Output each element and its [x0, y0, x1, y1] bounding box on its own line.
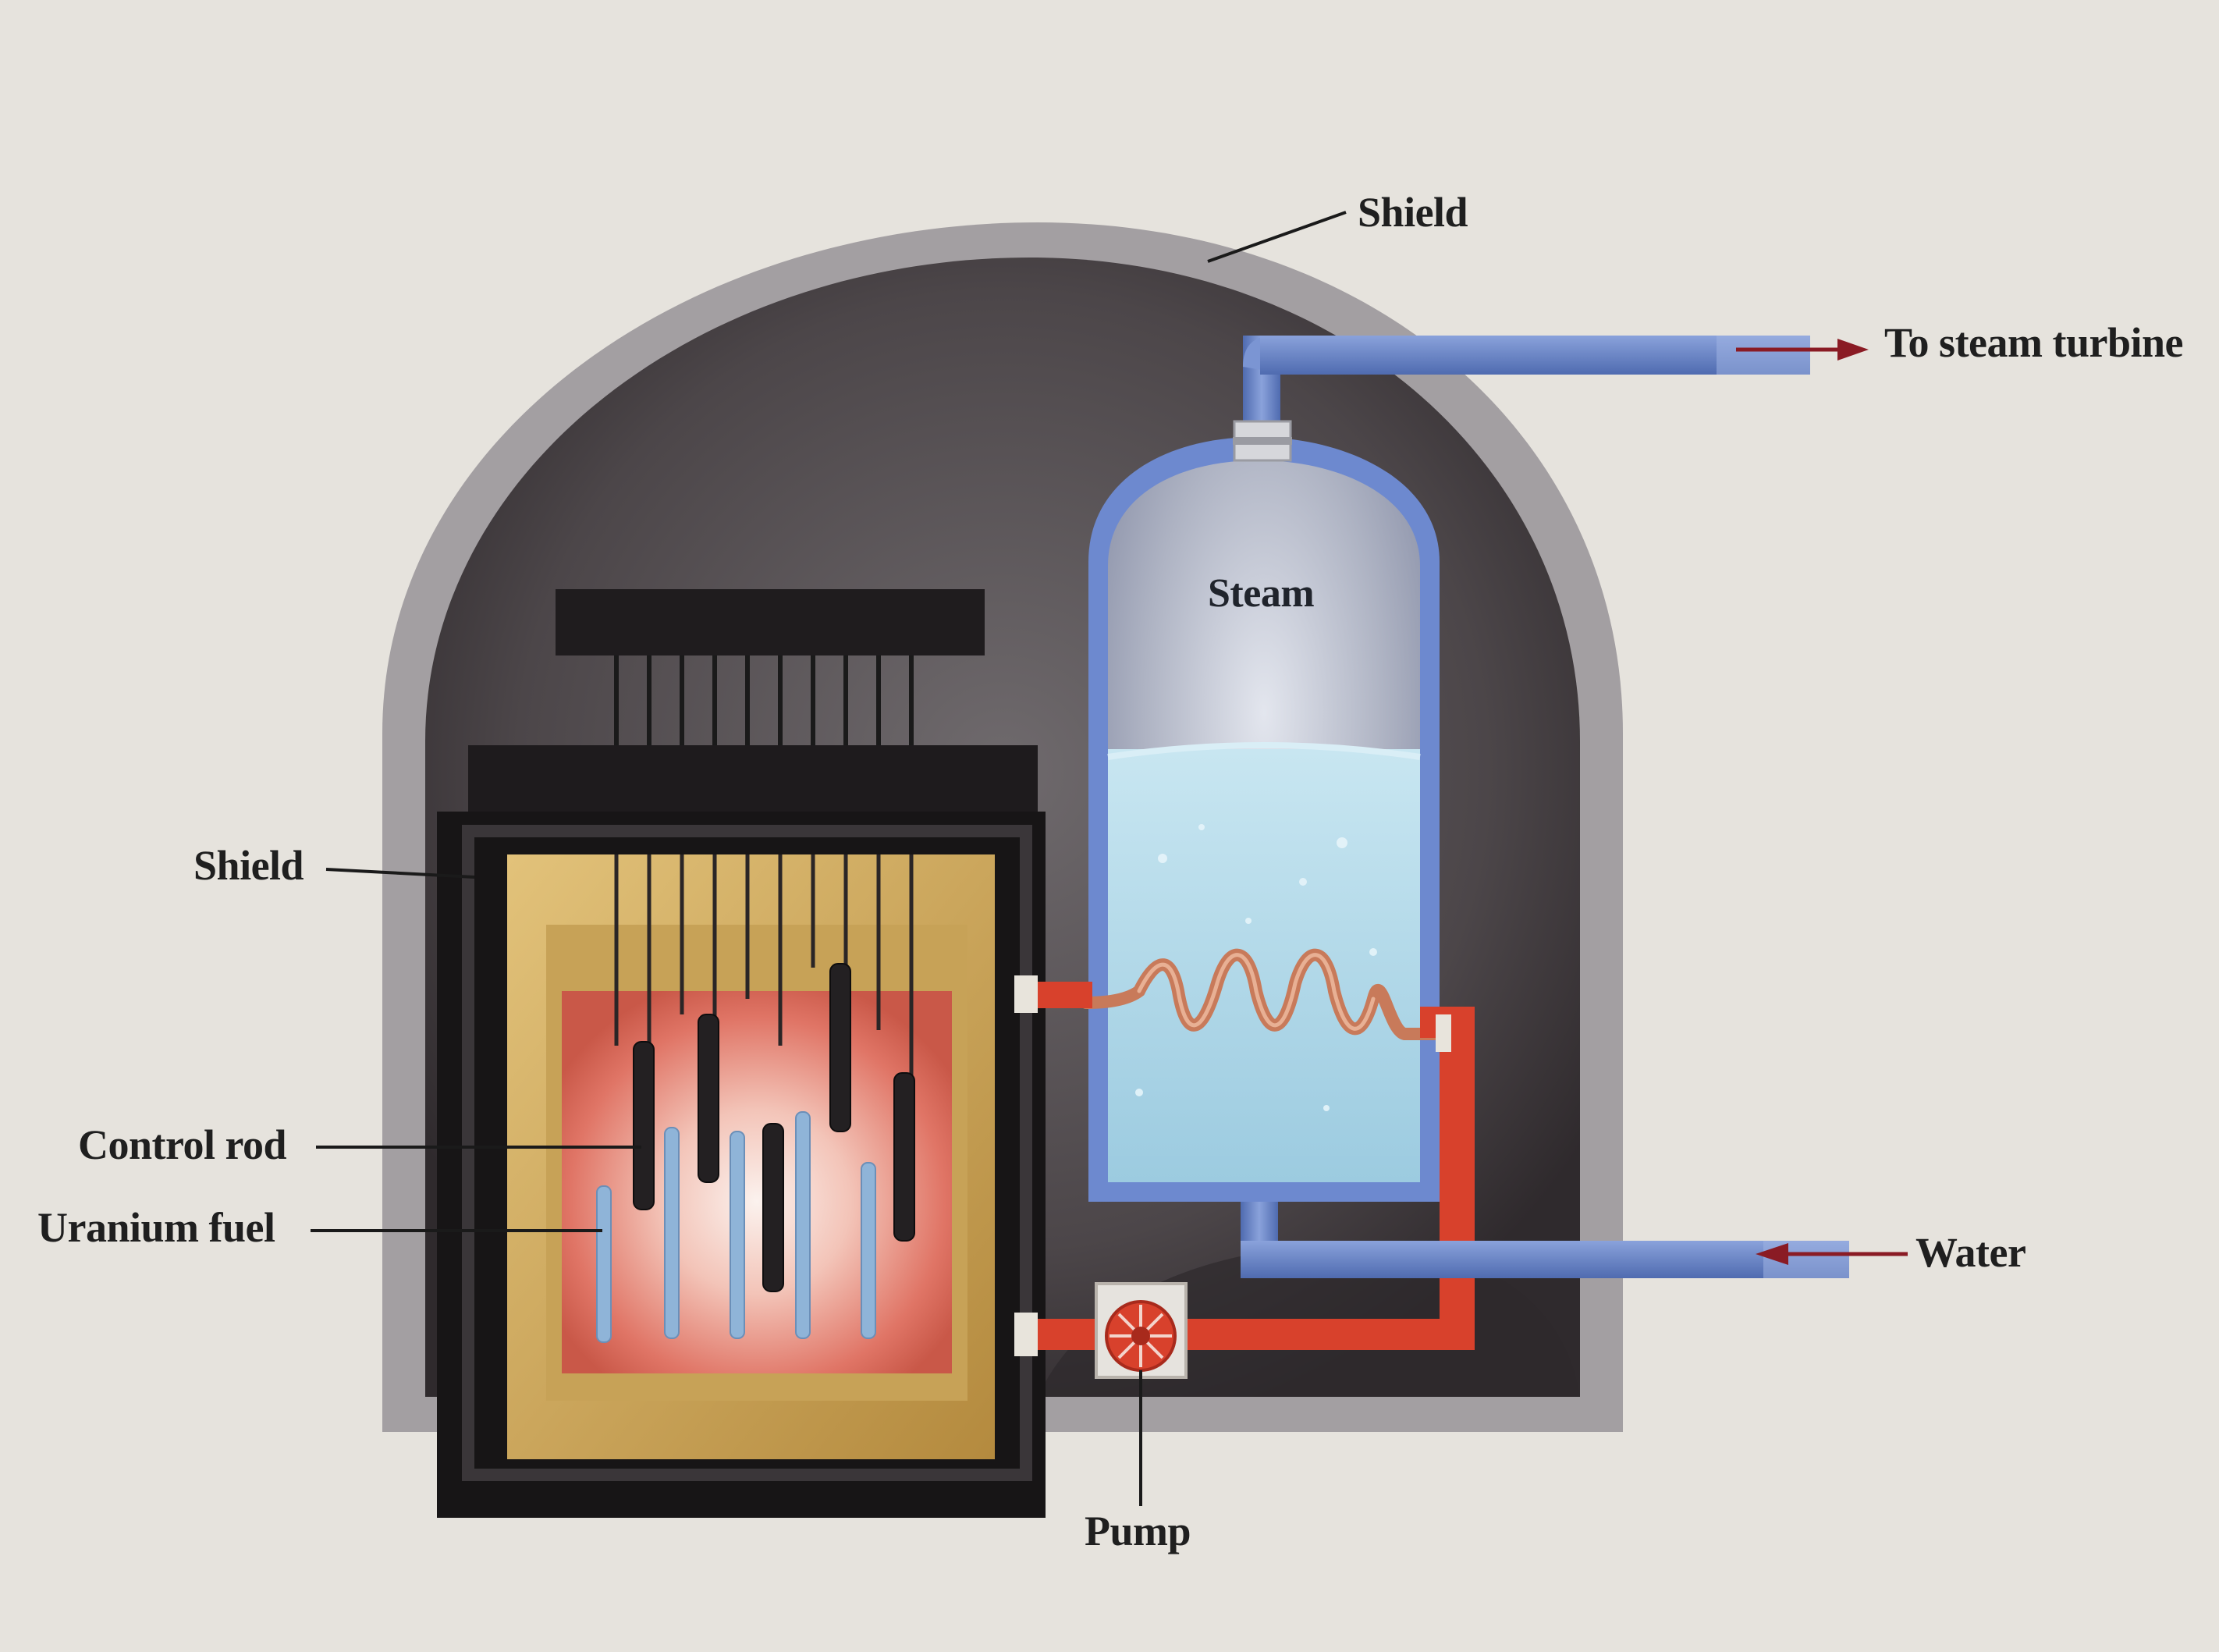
control-rod-drive [556, 589, 985, 655]
label-water: Water [1915, 1229, 2026, 1276]
label-shield-left: Shield [193, 842, 304, 889]
uranium-fuel-rods [596, 1111, 876, 1343]
core-glow [562, 991, 952, 1373]
leader-lines [311, 211, 1347, 1506]
red-pipe-coupler-right [1436, 1014, 1451, 1052]
pump-hub [1131, 1327, 1150, 1345]
red-pipe-coupler-top [1014, 975, 1038, 1013]
control-rods [633, 963, 915, 1292]
label-steam: Steam [1208, 571, 1315, 616]
red-pipe-right-vertical [1440, 1007, 1475, 1350]
drive-wires [614, 655, 914, 749]
label-pump: Pump [1085, 1508, 1191, 1554]
leader-shield-top [1207, 211, 1347, 263]
water-pipe-horizontal [1241, 1241, 1849, 1278]
label-control-rod: Control rod [78, 1121, 287, 1168]
heating-coil-highlight [1137, 953, 1376, 1031]
core-wires [614, 854, 914, 1077]
inner-shield-frame [462, 825, 1032, 1481]
water-surface [1107, 742, 1421, 760]
red-pipe-coupler-bottom [1014, 1313, 1038, 1356]
label-to-steam-turbine: To steam turbine [1884, 319, 2184, 366]
vessel-nozzle-band [1233, 437, 1292, 445]
bubbles [1135, 824, 1377, 1111]
inner-shield-top [468, 745, 1038, 819]
steam-pipe-fade [1717, 336, 1810, 375]
leader-shield-left [325, 868, 475, 879]
red-pipe-core-out [1034, 982, 1092, 1008]
label-uranium-fuel: Uranium fuel [37, 1204, 275, 1251]
arrow-to-turbine [1736, 339, 1869, 361]
arrow-water-in [1756, 1243, 1908, 1265]
label-shield-top: Shield [1358, 189, 1468, 236]
